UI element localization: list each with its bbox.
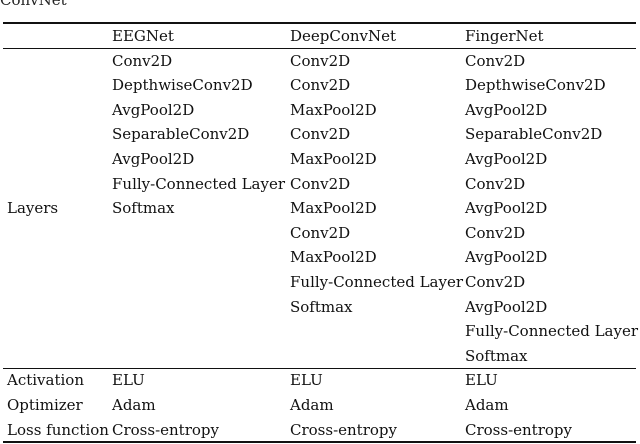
deepconvnet-layer-cell: MaxPool2D [290,100,377,119]
layers-label-empty [3,221,112,246]
layers-label-empty [3,73,112,98]
row-value-cell: Adam [290,395,334,414]
eegnet-layer-cell: AvgPool2D [112,100,195,119]
layers-label-empty [3,172,112,197]
deepconvnet-layer-cell: Conv2D [290,76,351,95]
fingernet-layer-cell: SeparableConv2D [465,125,603,144]
layer-row: Softmax [3,344,640,369]
fingernet-layer-cell: Conv2D [465,51,526,70]
row-value-cell: Cross-entropy [465,420,572,439]
eegnet-layer-cell [112,344,290,369]
layer-row: Conv2D Conv2D Conv2D [3,49,640,74]
header-eegnet: EEGNet [112,27,174,45]
row-value-cell: ELU [290,371,323,390]
hyperparam-section: Activation ELU ELU ELU Optimizer Adam Adam Adam… [3,368,640,442]
fingernet-layer-cell: Conv2D [465,223,526,242]
layers-label-empty [3,295,112,320]
row-value-cell: Cross-entropy [290,420,397,439]
deepconvnet-layer-cell: Conv2D [290,174,351,193]
layer-row: AvgPool2D MaxPool2D AvgPool2D [3,98,640,123]
eegnet-layer-cell: AvgPool2D [112,149,195,168]
table-row: Activation ELU ELU ELU [3,368,640,393]
deepconvnet-layer-cell [290,319,465,344]
layer-row: Fully-Connected Layer [3,319,640,344]
row-label: Optimizer [7,395,83,414]
layers-label-empty [3,319,112,344]
deepconvnet-layer-cell: Conv2D [290,223,351,242]
deepconvnet-layer-cell: Conv2D [290,51,351,70]
layers-label: Layers [7,199,59,218]
header-fingernet: FingerNet [465,27,544,45]
row-value-cell: ELU [112,371,145,390]
layers-label-empty [3,49,112,74]
deepconvnet-layer-cell: Fully-Connected Layer [290,272,464,291]
header-deepconvnet: DeepConvNet [290,27,397,45]
layers-label-empty [3,98,112,123]
eegnet-layer-cell: Fully-Connected Layer [112,174,286,193]
deepconvnet-layer-cell: MaxPool2D [290,248,377,267]
deepconvnet-layer-cell: MaxPool2D [290,199,377,218]
fingernet-layer-cell: Conv2D [465,174,526,193]
row-value-cell: ELU [465,371,498,390]
layer-row: SeparableConv2D Conv2D SeparableConv2D [3,122,640,147]
eegnet-layer-cell: Softmax [112,199,175,218]
fingernet-layer-cell: Softmax [465,346,528,365]
layers-bottom-rule [3,368,636,369]
layer-row: MaxPool2D AvgPool2D [3,245,640,270]
header-empty [3,24,112,49]
eegnet-layer-cell [112,295,290,320]
row-value-cell: Adam [465,395,509,414]
eegnet-layer-cell [112,245,290,270]
deepconvnet-layer-cell [290,344,465,369]
eegnet-layer-cell [112,270,290,295]
fingernet-layer-cell: Conv2D [465,272,526,291]
deepconvnet-layer-cell: Conv2D [290,125,351,144]
fingernet-layer-cell: AvgPool2D [465,149,548,168]
eegnet-layer-cell: Conv2D [112,51,173,70]
layer-row: Layers Softmax MaxPool2D AvgPool2D [3,196,640,221]
row-label: Loss function [7,420,109,439]
eegnet-layer-cell: SeparableConv2D [112,125,250,144]
layer-row: Softmax AvgPool2D [3,295,640,320]
layer-row: DepthwiseConv2D Conv2D DepthwiseConv2D [3,73,640,98]
layers-label-empty [3,270,112,295]
row-value-cell: Adam [112,395,156,414]
table-row: Optimizer Adam Adam Adam [3,393,640,418]
bottom-rule [3,441,636,443]
fingernet-layer-cell: AvgPool2D [465,100,548,119]
fingernet-layer-cell: DepthwiseConv2D [465,76,606,95]
fingernet-layer-cell: Fully-Connected Layer [465,322,639,341]
fingernet-layer-cell: AvgPool2D [465,297,548,316]
layers-label-empty [3,245,112,270]
eegnet-layer-cell [112,221,290,246]
table-header-row: EEGNet DeepConvNet FingerNet [3,24,640,49]
layers-label-empty [3,147,112,172]
layer-row: Conv2D Conv2D [3,221,640,246]
table-caption: ConvNet [0,0,67,9]
deepconvnet-layer-cell: Softmax [290,297,353,316]
eegnet-layer-cell [112,319,290,344]
layer-row: AvgPool2D MaxPool2D AvgPool2D [3,147,640,172]
row-value-cell: Cross-entropy [112,420,219,439]
deepconvnet-layer-cell: MaxPool2D [290,149,377,168]
header-rule [3,48,636,49]
fingernet-layer-cell: AvgPool2D [465,248,548,267]
layers-label-empty [3,344,112,369]
layers-label-empty [3,122,112,147]
fingernet-layer-cell: AvgPool2D [465,199,548,218]
top-rule [3,22,636,24]
eegnet-layer-cell: DepthwiseConv2D [112,76,253,95]
row-label: Activation [7,371,84,390]
